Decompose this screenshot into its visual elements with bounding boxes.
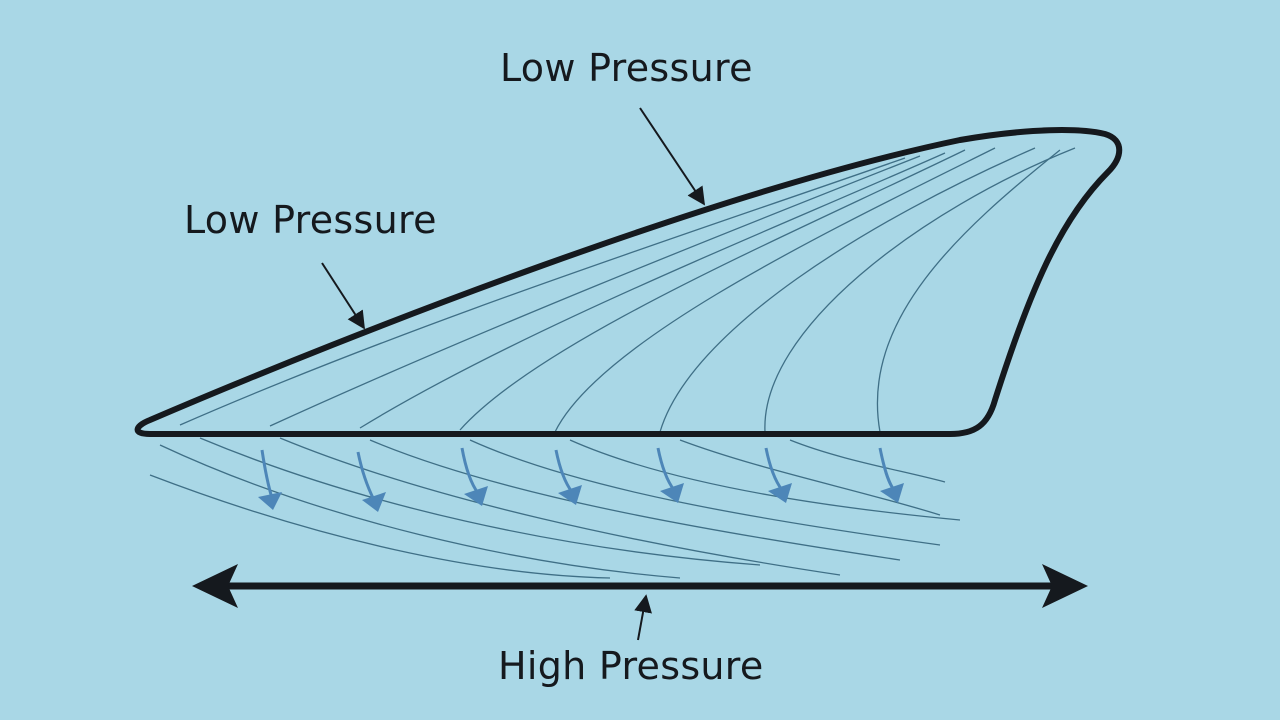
upper-surface-label: Low Pressure	[500, 46, 753, 90]
flow-arrow	[878, 447, 904, 503]
flow-arrow	[554, 449, 582, 505]
bottom-label-pointer	[634, 594, 652, 641]
flow-arrow	[460, 447, 488, 506]
fin-outline	[134, 127, 1123, 437]
leading-surface-label: Low Pressure	[184, 198, 437, 242]
left-label-pointer	[321, 262, 365, 330]
internal-streamlines	[179, 147, 1076, 433]
downward-flow-arrows	[258, 447, 904, 512]
flow-arrow	[656, 447, 684, 503]
flow-arrow	[356, 451, 386, 512]
flow-arrow	[764, 447, 792, 503]
top-label-pointer	[639, 107, 705, 206]
flow-arrow	[258, 449, 282, 510]
lower-streamlines	[149, 437, 961, 579]
bottom-pressure-label: High Pressure	[498, 644, 764, 688]
high-pressure-span-arrow	[192, 564, 1088, 608]
